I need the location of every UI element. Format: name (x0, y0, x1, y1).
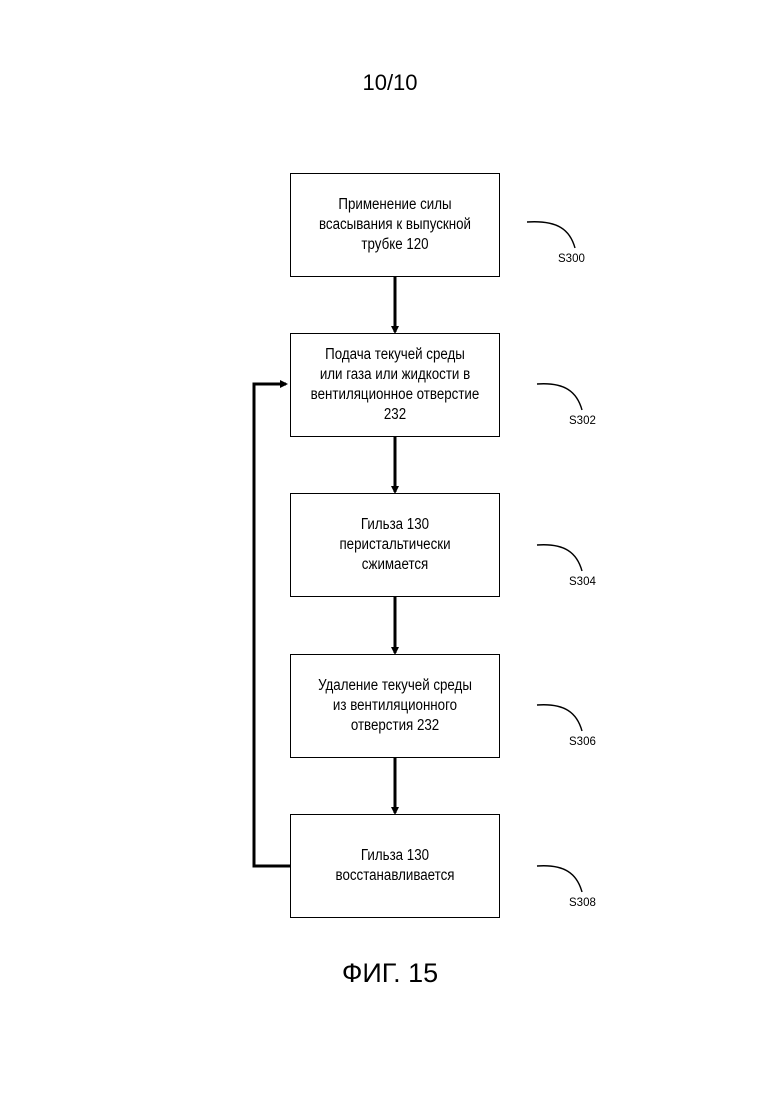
step-text-s302: Подача текучей среды или газа или жидкос… (306, 345, 485, 425)
step-box-s308: Гильза 130 восстанавливается (290, 814, 500, 918)
step-box-s306: Удаление текучей среды из вентиляционног… (290, 654, 500, 758)
ref-leader-s304 (537, 545, 582, 571)
step-text-s304: Гильза 130 перистальтически сжимается (306, 515, 485, 575)
step-box-s302: Подача текучей среды или газа или жидкос… (290, 333, 500, 437)
step-box-s300: Применение силы всасывания к выпускной т… (290, 173, 500, 277)
ref-label-s306: S306 (569, 736, 596, 748)
ref-leader-s302 (537, 384, 582, 410)
step-text-s300: Применение силы всасывания к выпускной т… (306, 195, 485, 255)
ref-leader-s300 (527, 222, 575, 248)
ref-label-s304: S304 (569, 576, 596, 588)
ref-leader-s306 (537, 705, 582, 731)
loop-arrow-s308-to-s302 (254, 384, 290, 866)
ref-label-s308: S308 (569, 897, 596, 909)
step-text-s308: Гильза 130 восстанавливается (306, 846, 485, 886)
step-box-s304: Гильза 130 перистальтически сжимается (290, 493, 500, 597)
ref-leader-s308 (537, 866, 582, 892)
ref-label-s300: S300 (558, 253, 585, 265)
figure-caption: ФИГ. 15 (0, 958, 780, 989)
ref-label-s302: S302 (569, 415, 596, 427)
step-text-s306: Удаление текучей среды из вентиляционног… (306, 676, 485, 736)
